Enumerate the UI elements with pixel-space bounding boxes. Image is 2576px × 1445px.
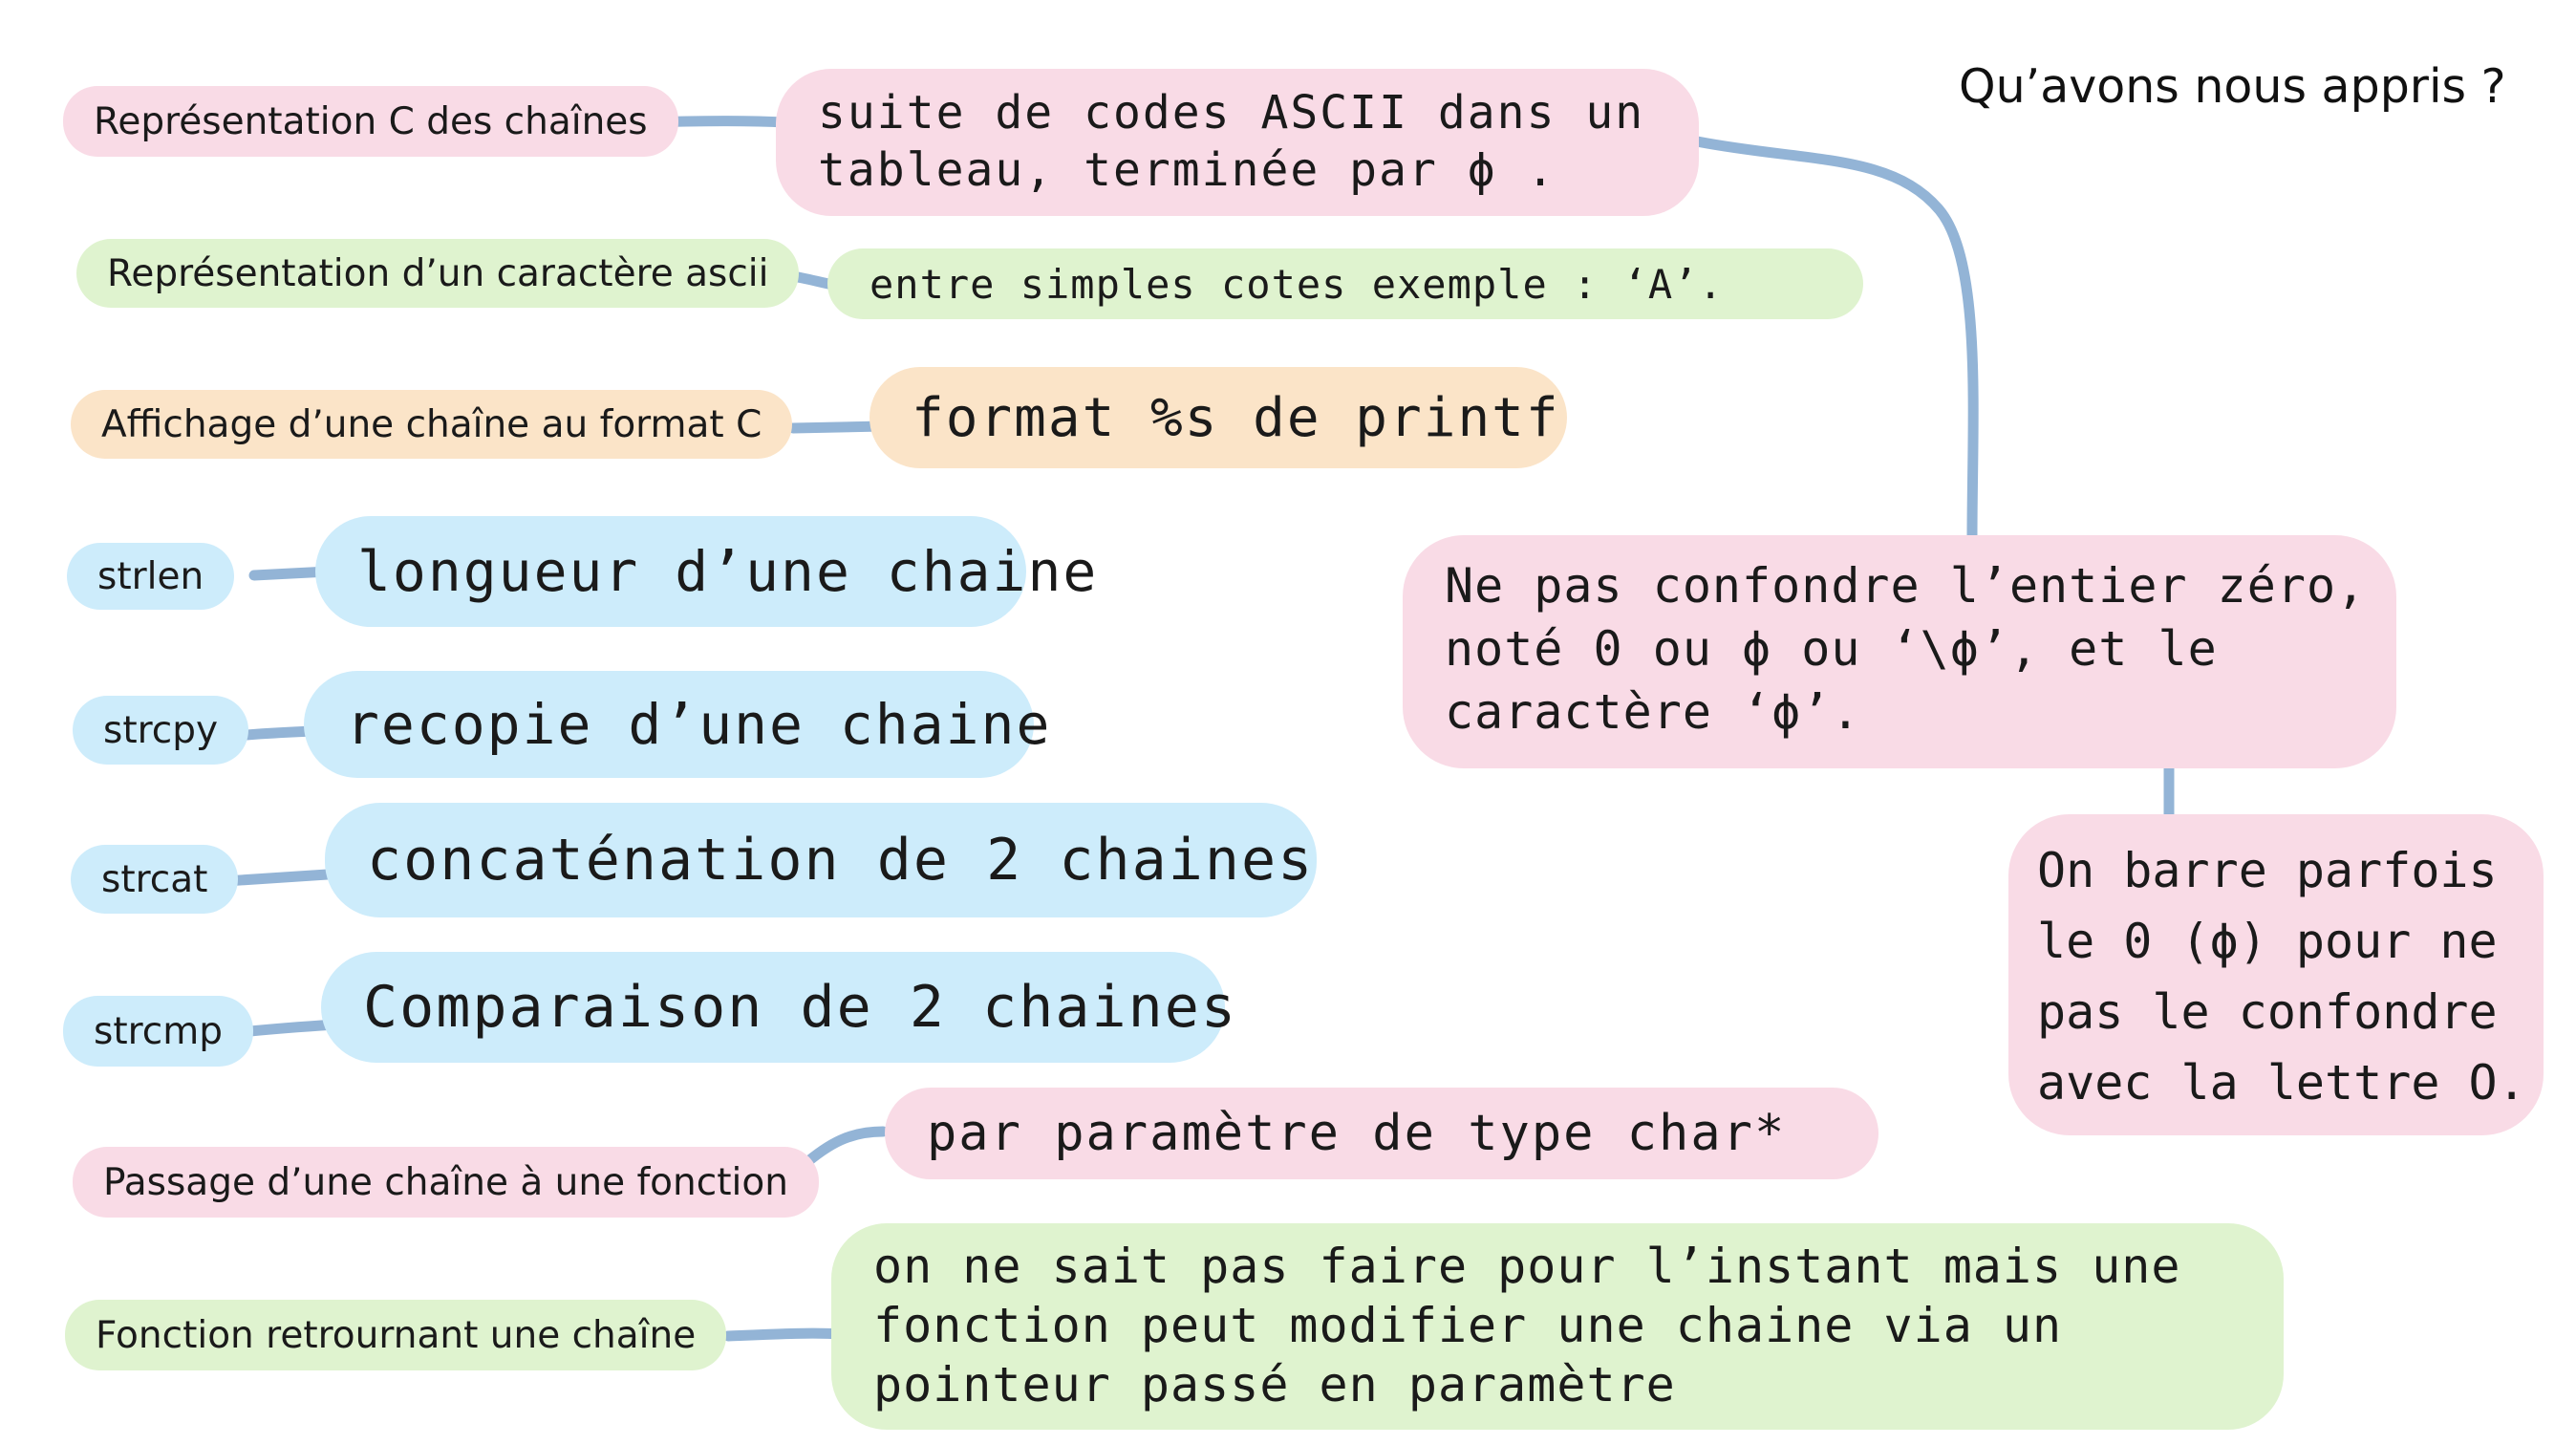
page-title: Qu’avons nous appris ? — [1959, 59, 2506, 114]
note-strcat: concaténation de 2 chaines — [325, 803, 1317, 917]
note-representation-c-chaines: suite de codes ASCII dans un tableau, te… — [776, 69, 1699, 216]
note-line: pointeur passé en paramètre — [873, 1357, 1676, 1413]
label-strcpy: strcpy — [73, 696, 249, 765]
label-representation-caractere-ascii: Représentation d’un caractère ascii — [76, 239, 800, 308]
note-strlen: longueur d’une chaine — [315, 516, 1096, 627]
label-representation-c-chaines: Représentation C des chaînes — [63, 86, 678, 157]
note-affichage-chaine-format-c: format %s de printf — [869, 367, 1567, 468]
note-strcmp: Comparaison de 2 chaines — [321, 952, 1235, 1063]
side-note-barre-zero: On barre parfois le 0 (ϕ) pour ne pas le… — [2008, 814, 2544, 1135]
connector-row-9 — [722, 1327, 847, 1342]
label-strlen: strlen — [67, 543, 235, 610]
note-line: caractère ‘ϕ’. — [1445, 684, 1861, 740]
note-line: suite de codes ASCII dans un — [818, 86, 1645, 140]
note-line: fonction peut modifier une chaine via un — [873, 1298, 2063, 1353]
note-line: on ne sait pas faire pour l’instant mais… — [873, 1239, 2181, 1294]
note-line: On barre parfois — [2037, 843, 2498, 898]
connector-row-8 — [797, 1126, 889, 1172]
connector-row-3 — [787, 421, 889, 434]
connector-note1-sidenote1 — [1691, 136, 1979, 541]
label-strcmp: strcmp — [63, 996, 253, 1067]
note-line: pas le confondre — [2037, 984, 2498, 1040]
note-line: Ne pas confondre l’entier zéro, — [1445, 558, 2367, 614]
note-line: le 0 (ϕ) pour ne — [2037, 914, 2498, 969]
note-line: tableau, terminée par ϕ . — [818, 143, 1556, 197]
note-fonction-retournant-chaine: on ne sait pas faire pour l’instant mais… — [831, 1223, 2284, 1430]
note-line: noté 0 ou ϕ ou ‘\ϕ’, et le — [1445, 621, 2218, 677]
note-passage-chaine-fonction: par paramètre de type char* — [885, 1088, 1878, 1179]
side-note-entier-zero: Ne pas confondre l’entier zéro, noté 0 o… — [1403, 535, 2396, 768]
connector-row-6 — [220, 868, 348, 887]
label-passage-chaine-fonction: Passage d’une chaîne à une fonction — [73, 1147, 819, 1218]
connector-row-7 — [235, 1019, 342, 1038]
label-fonction-retournant-chaine: Fonction retrournant une chaîne — [65, 1300, 727, 1370]
label-strcat: strcat — [71, 845, 239, 914]
label-affichage-chaine-format-c: Affichage d’une chaîne au format C — [71, 390, 793, 459]
note-line: avec la lettre O. — [2037, 1055, 2526, 1111]
note-representation-caractere-ascii: entre simples cotes exemple : ‘A’. — [827, 248, 1863, 319]
note-strcpy: recopie d’une chaine — [304, 671, 1049, 778]
